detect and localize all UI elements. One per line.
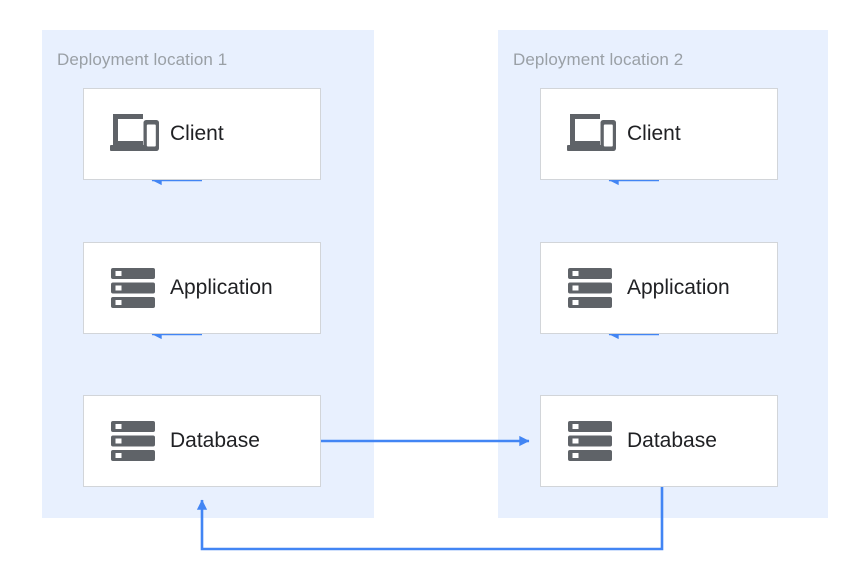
node-client-1[interactable]: Client — [83, 88, 321, 180]
node-application-2[interactable]: Application — [540, 242, 778, 334]
devices-icon — [563, 108, 621, 160]
node-client-2[interactable]: Client — [540, 88, 778, 180]
node-label-client-2: Client — [627, 122, 681, 145]
zone-label-location-2: Deployment location 2 — [513, 50, 684, 69]
server-icon — [563, 415, 621, 467]
node-label-database-2: Database — [627, 429, 717, 452]
server-icon — [106, 262, 164, 314]
node-database-1[interactable]: Database — [83, 395, 321, 487]
node-label-application-2: Application — [627, 276, 730, 299]
server-icon — [563, 262, 621, 314]
zone-label-location-1: Deployment location 1 — [57, 50, 228, 69]
node-label-client-1: Client — [170, 122, 224, 145]
node-application-1[interactable]: Application — [83, 242, 321, 334]
server-icon — [106, 415, 164, 467]
devices-icon — [106, 108, 164, 160]
node-label-application-1: Application — [170, 276, 273, 299]
node-label-database-1: Database — [170, 429, 260, 452]
node-database-2[interactable]: Database — [540, 395, 778, 487]
